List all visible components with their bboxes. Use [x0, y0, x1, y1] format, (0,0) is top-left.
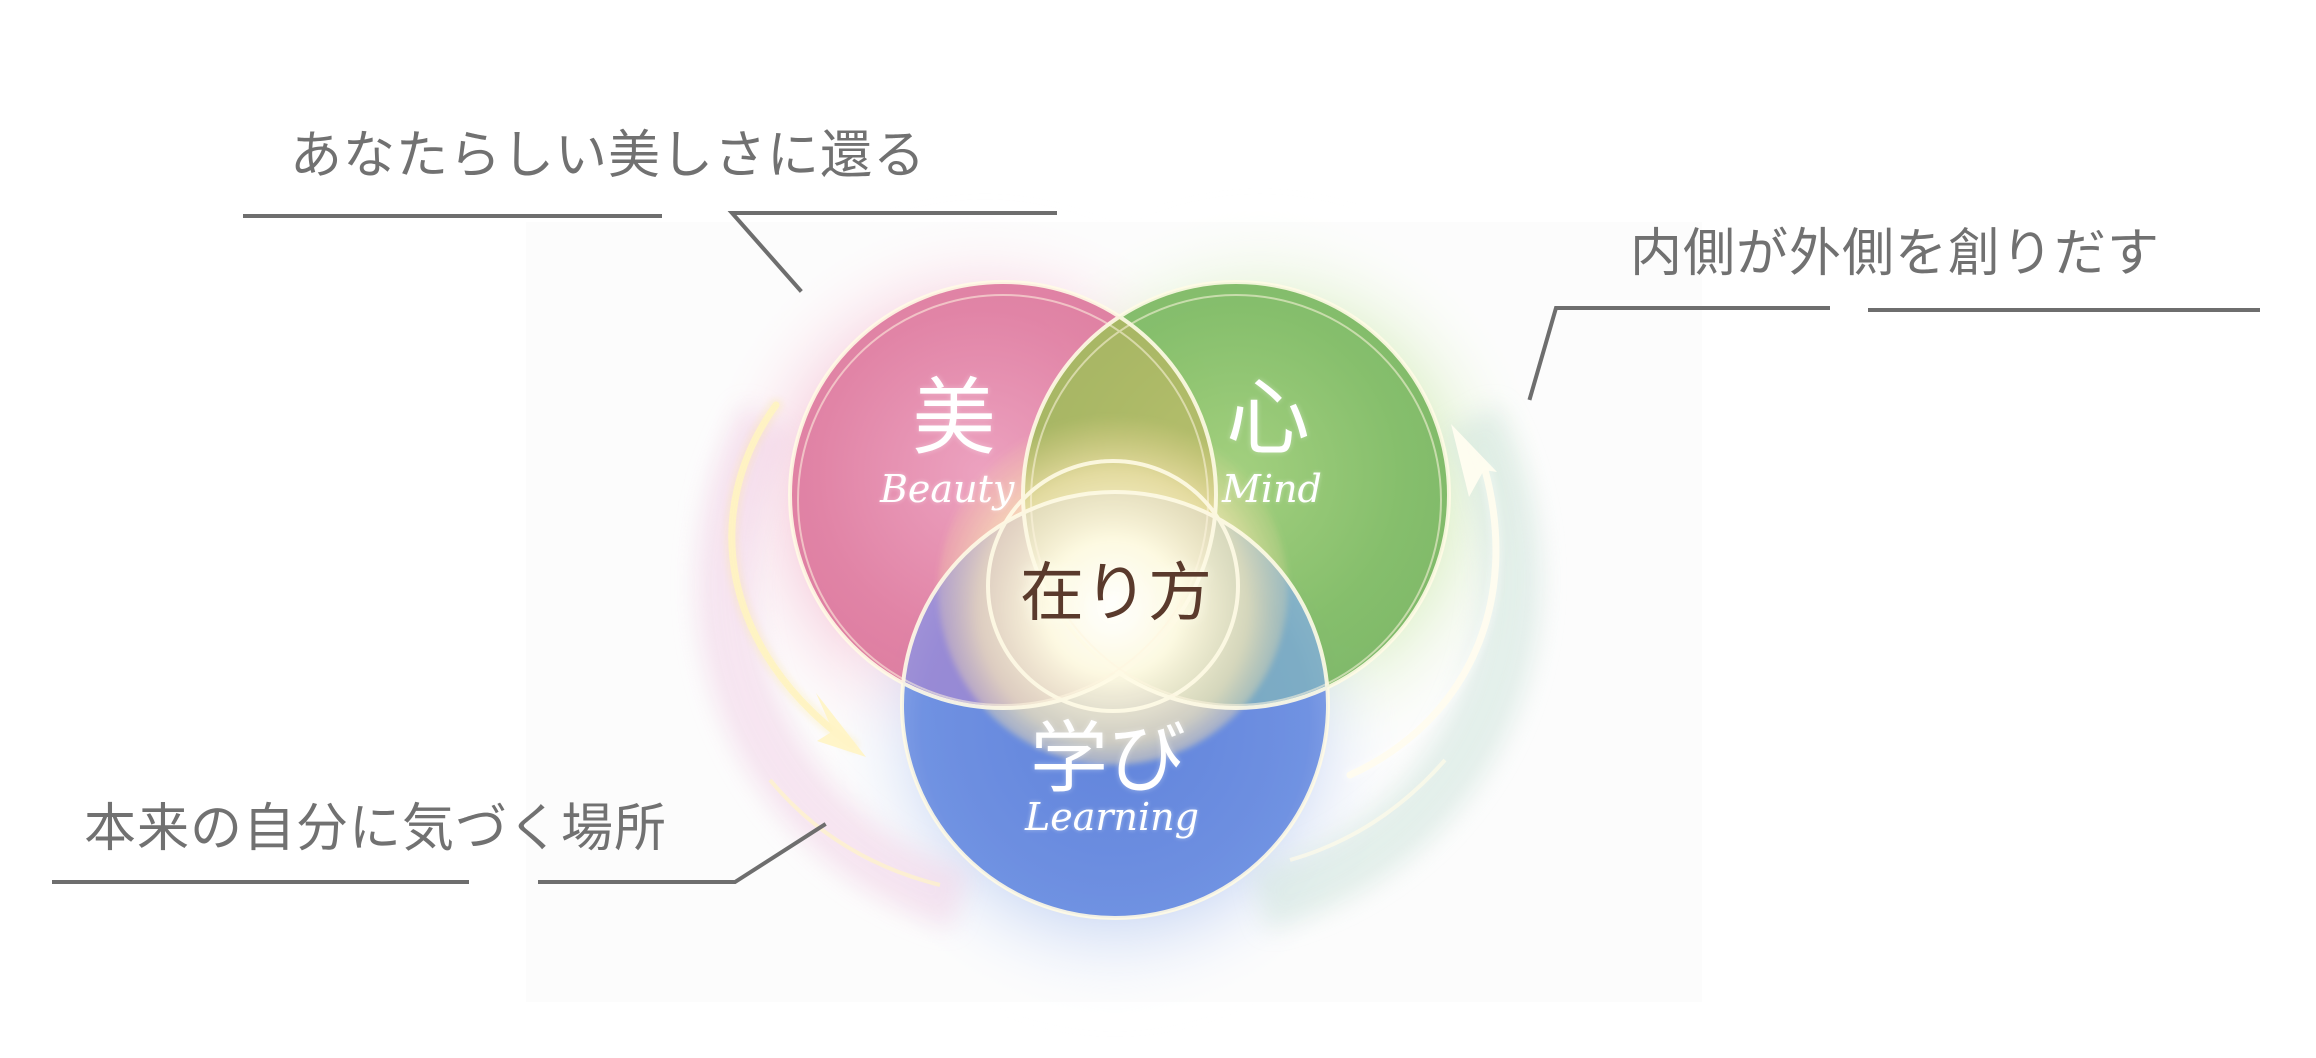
top-left-leader [727, 211, 1057, 293]
beauty-english: Beauty [880, 467, 1015, 511]
learning-english: Learning [1025, 795, 1199, 839]
top-right-leader [1527, 306, 1830, 401]
callout-top-right: 内側が外側を創りだす [1630, 224, 2161, 284]
center-label: 在り方 [1020, 557, 1212, 631]
left-cycle-arrow-icon [724, 398, 941, 887]
callout-lines [52, 211, 2260, 884]
beauty-kanji: 美 [912, 369, 997, 467]
bottom-left-leader [538, 822, 827, 884]
mind-english: Mind [1222, 467, 1322, 511]
circle-outlines [788, 280, 1451, 920]
callout-top-left: あなたらしい美しさに還る [290, 126, 927, 186]
learning-kanji: 学び [1030, 714, 1187, 804]
right-cycle-arrow-icon [1289, 424, 1503, 862]
mind-kanji: 心 [1226, 369, 1311, 467]
callout-bottom-left: 本来の自分に気づく場所 [84, 799, 668, 859]
